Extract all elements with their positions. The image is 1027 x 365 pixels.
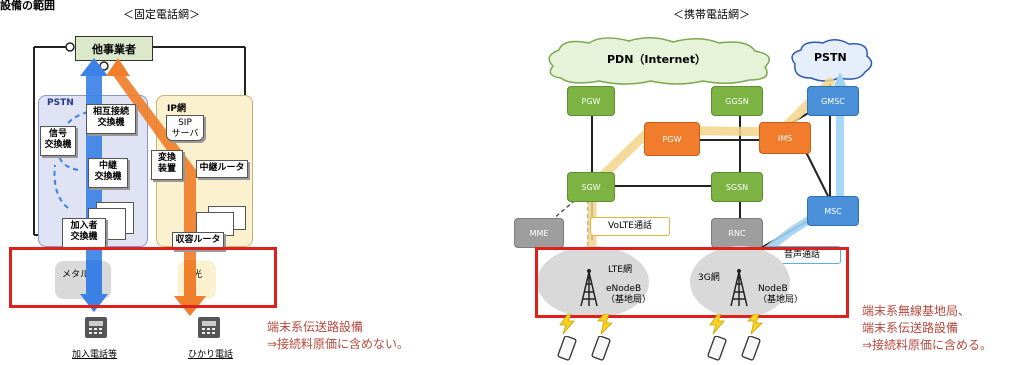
signal-dashed-arrow <box>65 111 89 129</box>
page-title: 設備の範囲 <box>0 0 55 12</box>
metal-label: メタル <box>62 270 90 280</box>
pcrf-node: PGW <box>644 122 700 156</box>
gmsc-node: GMSC <box>807 86 859 116</box>
pstn-call-arrow-lower <box>86 260 102 296</box>
pgw-node: PGW <box>567 86 615 116</box>
mobile-network-header: ＜携帯電話網＞ <box>673 8 750 21</box>
fixed-note-line1: 端末系伝送路設備 <box>267 320 364 334</box>
mobile-note-line2: 端末系伝送路設備 <box>862 321 959 335</box>
ip-call-arrow-lower <box>184 260 196 296</box>
fixed-note-line2: ⇒接続料原価に含めない。 <box>267 337 410 351</box>
pstn-label: PSTN <box>47 98 74 108</box>
msc-node: MSC <box>807 196 859 226</box>
optical-label: 光 <box>193 270 203 280</box>
ip-call-arrowhead-up <box>106 58 130 76</box>
lte-label: LTE網 <box>608 265 632 275</box>
subscriber-switch: 加入者 交換機 <box>62 218 106 248</box>
radio-signal-icon <box>559 314 575 334</box>
ip-network-label: IP網 <box>167 104 186 114</box>
pdn-cloud-icon <box>548 37 770 85</box>
sgsn-node: SGSN <box>711 172 763 202</box>
ims-node: IMS <box>759 122 811 154</box>
3g-label: 3G網 <box>698 273 720 283</box>
caption-subscriber-phone: 加入電話等 <box>72 350 118 360</box>
lte-coverage-area <box>537 246 649 318</box>
voice-call-arrowhead-icon <box>832 72 848 90</box>
signal-switch: 信号 交換機 <box>40 126 76 156</box>
smartphone-icon <box>741 336 761 361</box>
converter-device: 変換 装置 <box>151 150 183 180</box>
mobile-note-line1: 端末系無線基地局、 <box>862 304 971 318</box>
rnc-node: RNC <box>711 218 763 248</box>
ggsn-node: GGSN <box>711 86 763 116</box>
interconnect-switch: 相互接続 交換機 <box>86 104 136 134</box>
pstn-call-arrowhead-down <box>80 294 108 312</box>
terminal-line-highlight-fixed <box>9 247 277 308</box>
smartphone-icon <box>557 336 577 361</box>
relay-router: 中継ルータ <box>196 160 248 178</box>
nodeb-label: NodeB （基地局） <box>758 284 804 305</box>
pdn-label: PDN（Internet） <box>607 53 707 66</box>
3g-coverage-area <box>690 246 790 318</box>
enodeb-label: eNodeB （基地局） <box>606 284 652 305</box>
pstn-call-arrowhead-up <box>80 58 108 76</box>
fixed-network-header: ＜固定電話網＞ <box>123 8 200 21</box>
radio-signal-icon <box>747 314 763 334</box>
smartphone-icon <box>707 336 727 361</box>
caption-hikari-phone: ひかり電話 <box>188 350 234 360</box>
relay-switch: 中継 交換機 <box>88 158 128 188</box>
interconnect-point-icon <box>65 42 75 52</box>
pstn-cloud-label: PSTN <box>814 51 847 64</box>
volte-call-text: VoLTE通話 <box>608 221 652 231</box>
other-carrier-label: 他事業者 <box>92 42 136 56</box>
mme-node: MME <box>514 218 564 248</box>
radio-signal-icon <box>709 314 725 334</box>
smartphone-icon <box>591 336 611 361</box>
signal-dashed-arrow <box>53 164 69 209</box>
base-station-tower-icon <box>730 269 748 307</box>
radio-signal-icon <box>597 314 613 334</box>
ip-call-arrow <box>112 74 206 316</box>
landline-phone-icon <box>198 317 220 338</box>
mobile-note-line3: ⇒接続料原価に含める。 <box>862 338 993 352</box>
sip-server: SIP サーバ <box>166 115 204 141</box>
terminal-line-highlight-mobile <box>535 247 849 318</box>
base-station-tower-icon <box>580 269 598 307</box>
volte-call-label: VoLTE通話 <box>590 217 670 236</box>
fixed-network-arrows-lower <box>80 260 206 316</box>
pstn-cloud-icon <box>791 39 873 82</box>
landline-phone-icon <box>85 317 107 338</box>
sgw-node: SGW <box>567 172 615 202</box>
other-carrier-box: 他事業者 <box>75 36 153 61</box>
voice-call-text: 音声通話 <box>783 250 820 260</box>
